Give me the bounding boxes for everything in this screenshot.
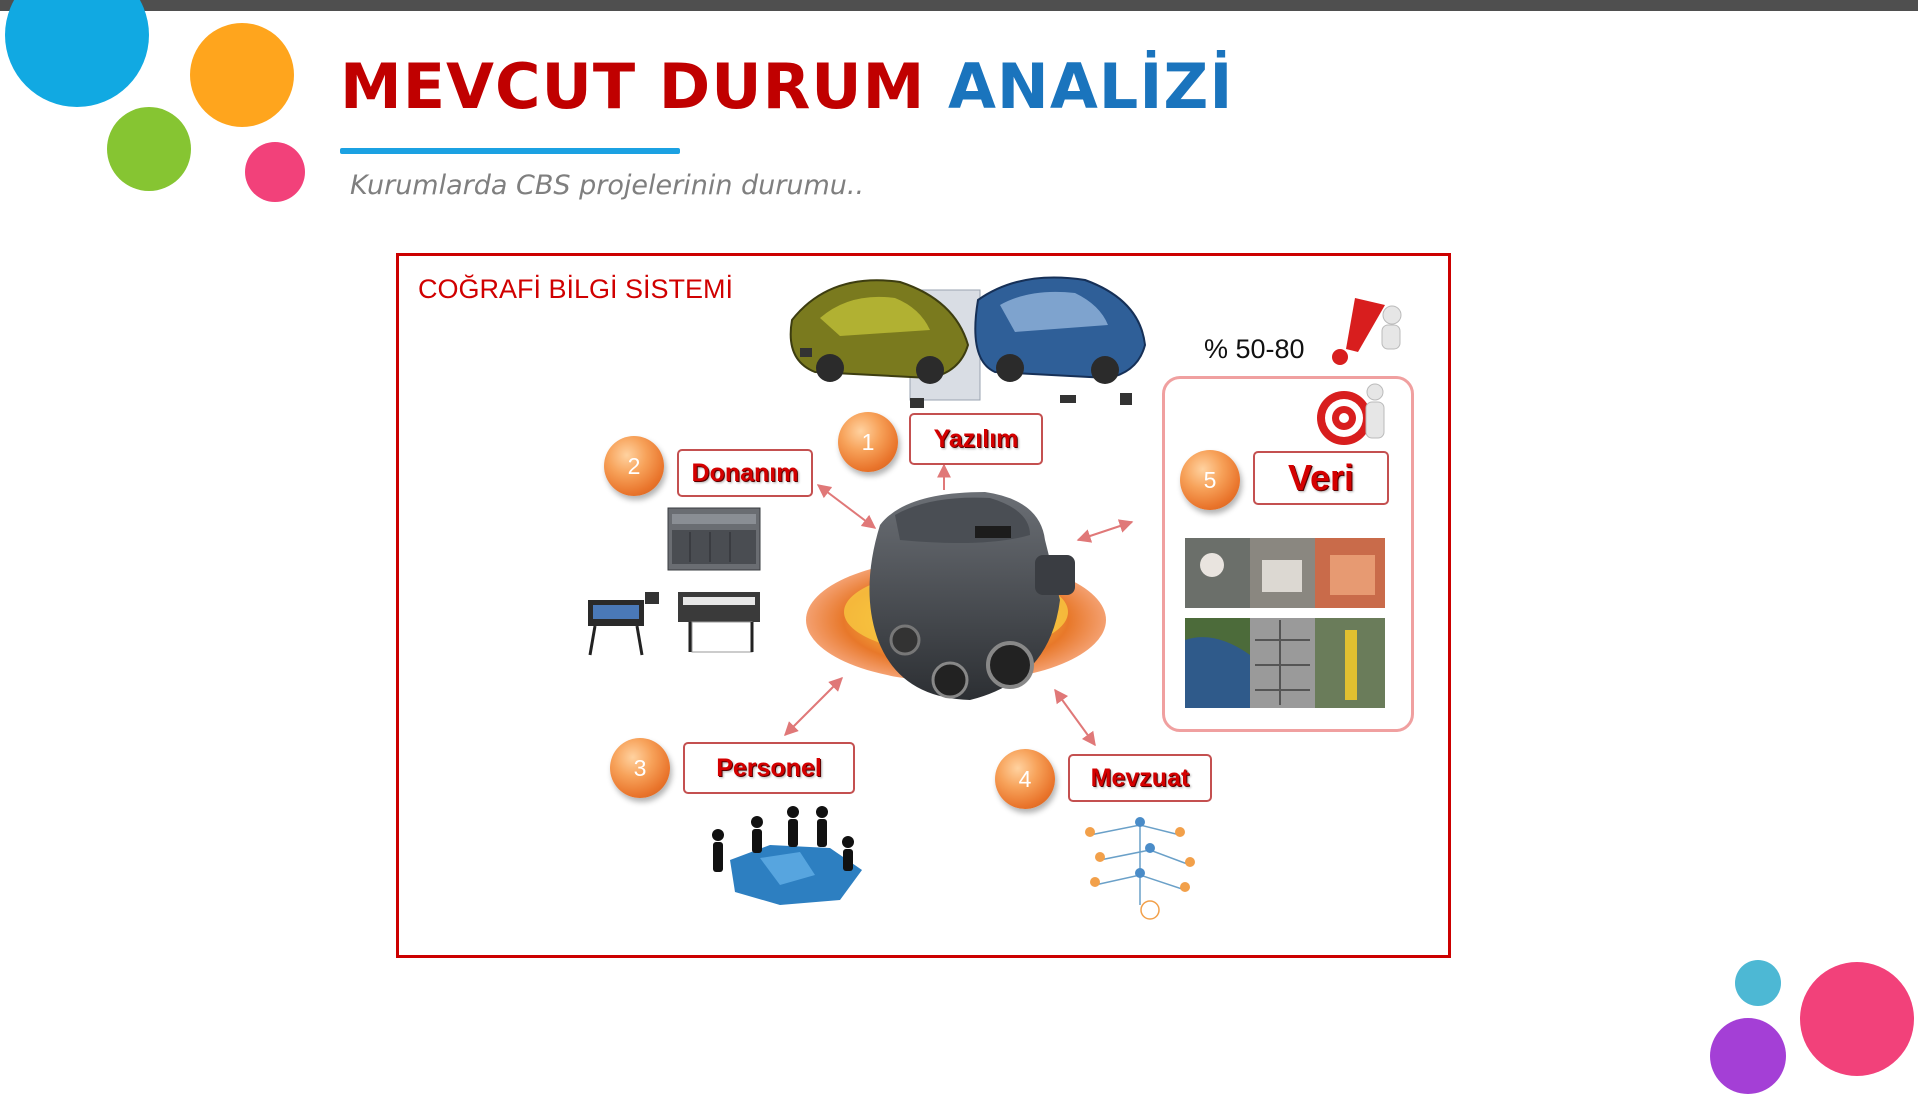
- exclamation-figure-icon: [1332, 298, 1402, 365]
- decorative-circle-icon: [245, 142, 305, 202]
- node-number-1: 1: [838, 412, 898, 472]
- engine-icon: [806, 492, 1106, 700]
- diagram-frame: [396, 253, 1451, 958]
- title-part-2: ANALİZİ: [947, 50, 1234, 123]
- page-title: MEVCUT DURUM ANALİZİ: [340, 50, 1233, 123]
- target-figure-icon: [1317, 383, 1385, 445]
- node-number-4: 4: [995, 749, 1055, 809]
- title-part-1: MEVCUT DURUM: [340, 50, 926, 123]
- node-number-2: 2: [604, 436, 664, 496]
- veri-panel: [1162, 376, 1414, 732]
- decorative-circle-icon: [1800, 962, 1914, 1076]
- node-label-yazilim: Yazılım: [909, 413, 1043, 465]
- node-label-donanim: Donanım: [677, 449, 813, 497]
- node-number-5: 5: [1180, 450, 1240, 510]
- plotter-icon: [588, 592, 760, 656]
- org-network-icon: [1085, 817, 1195, 920]
- decorative-circle-icon: [190, 23, 294, 127]
- data-photos-icon: [1185, 538, 1385, 708]
- team-puzzle-icon: [712, 806, 862, 905]
- decorative-circle-icon: [1735, 960, 1781, 1006]
- server-icon: [667, 507, 761, 571]
- title-underline: [340, 148, 680, 154]
- top-bar: [0, 0, 1918, 11]
- node-label-mevzuat: Mevzuat: [1068, 754, 1212, 802]
- subtitle: Kurumlarda CBS projelerinin durumu..: [350, 170, 865, 201]
- node-number-3: 3: [610, 738, 670, 798]
- frame-title: COĞRAFİ BİLGİ SİSTEMİ: [418, 274, 734, 304]
- node-label-veri: Veri: [1253, 451, 1389, 505]
- connector-arrows: [784, 463, 1134, 747]
- decorative-circle-icon: [107, 107, 191, 191]
- percent-label: % 50-80: [1204, 334, 1305, 364]
- cars-software-icon: [789, 276, 1147, 408]
- node-label-personel: Personel: [683, 742, 855, 794]
